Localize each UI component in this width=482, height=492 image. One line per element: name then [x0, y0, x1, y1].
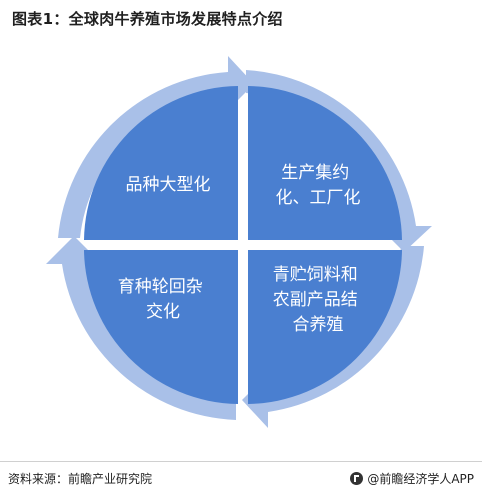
label-line: 生产集约	[281, 163, 349, 183]
brand-logo-icon	[350, 472, 364, 485]
quadrant-top-right	[248, 86, 402, 240]
brand-credit: @前瞻经济学人APP	[350, 470, 474, 487]
quadrant-label-top-left: 品种大型化	[126, 175, 211, 195]
arrow-bottom	[242, 246, 424, 428]
label-line: 交化	[146, 302, 180, 322]
quadrant-label-top-right: 生产集约 化、工厂化	[276, 163, 361, 208]
label-line: 品种大型化	[126, 175, 211, 195]
label-line: 青贮饲料和	[273, 265, 358, 285]
quadrant-top-left	[84, 86, 238, 240]
cycle-diagram: 品种大型化 生产集约 化、工厂化 青贮饲料和 农副产品结 合养殖 育种轮回杂 交…	[46, 56, 432, 428]
footer: 资料来源：前瞻产业研究院 @前瞻经济学人APP	[0, 461, 482, 492]
chart-title: 图表1：全球肉牛养殖市场发展特点介绍	[12, 10, 283, 28]
cycle-arrows	[46, 56, 432, 428]
quadrant-bottom-right	[248, 250, 402, 404]
label-line: 合养殖	[293, 315, 344, 335]
label-line: 农副产品结	[273, 290, 358, 310]
brand-text: @前瞻经济学人APP	[367, 472, 474, 486]
label-line: 育种轮回杂	[118, 277, 203, 297]
quadrants	[84, 86, 402, 404]
quadrant-label-bottom-right: 青贮饲料和 农副产品结 合养殖	[273, 265, 363, 335]
quadrant-bottom-left	[84, 250, 238, 404]
source-text: 资料来源：前瞻产业研究院	[8, 472, 153, 486]
quadrant-label-bottom-left: 育种轮回杂 交化	[118, 277, 208, 322]
arrow-top	[58, 56, 254, 238]
label-line: 化、工厂化	[276, 188, 361, 208]
